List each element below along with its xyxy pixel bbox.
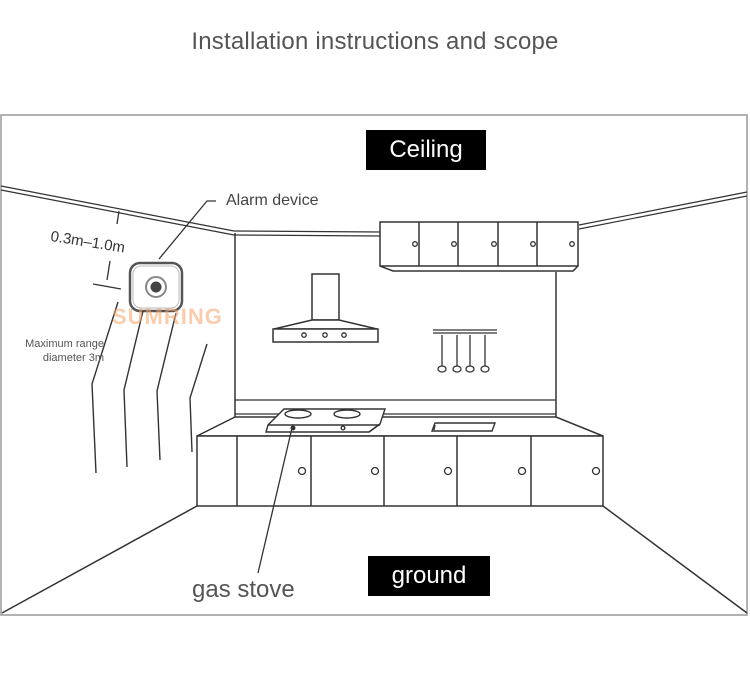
upper-cabinet-knobs (412, 241, 575, 247)
countertop (196, 416, 604, 437)
base-cabinets (196, 435, 604, 507)
ground-label: ground (368, 556, 490, 596)
page-title: Installation instructions and scope (191, 28, 559, 55)
ceiling-label: Ceiling (366, 130, 486, 170)
detection-range-lines (91, 301, 208, 474)
outer-frame (0, 114, 748, 616)
floor-edge-right (602, 505, 748, 614)
sink (430, 422, 497, 432)
ceiling-edge-left (0, 185, 235, 236)
gas-stove-label: gas stove (192, 576, 295, 603)
base-cabinet-knobs (297, 466, 601, 476)
range-hood (272, 273, 379, 343)
ceiling-edge-right (578, 191, 748, 230)
alarm-device-icon (128, 261, 184, 313)
alarm-leader-line (158, 200, 216, 260)
ceiling-edge-back (233, 230, 382, 237)
hood-buttons (301, 332, 347, 338)
gas-stove-leader-line (257, 427, 293, 574)
utensil-rack (433, 329, 497, 373)
alarm-device-label: Alarm device (226, 192, 319, 209)
gas-stove (265, 408, 386, 433)
max-range-label: Maximum range diameter 3m (25, 338, 104, 364)
distance-marker (92, 210, 122, 290)
floor-edge-left (1, 505, 198, 614)
upper-cabinets (379, 221, 579, 272)
watermark: SUMRING (112, 304, 223, 329)
